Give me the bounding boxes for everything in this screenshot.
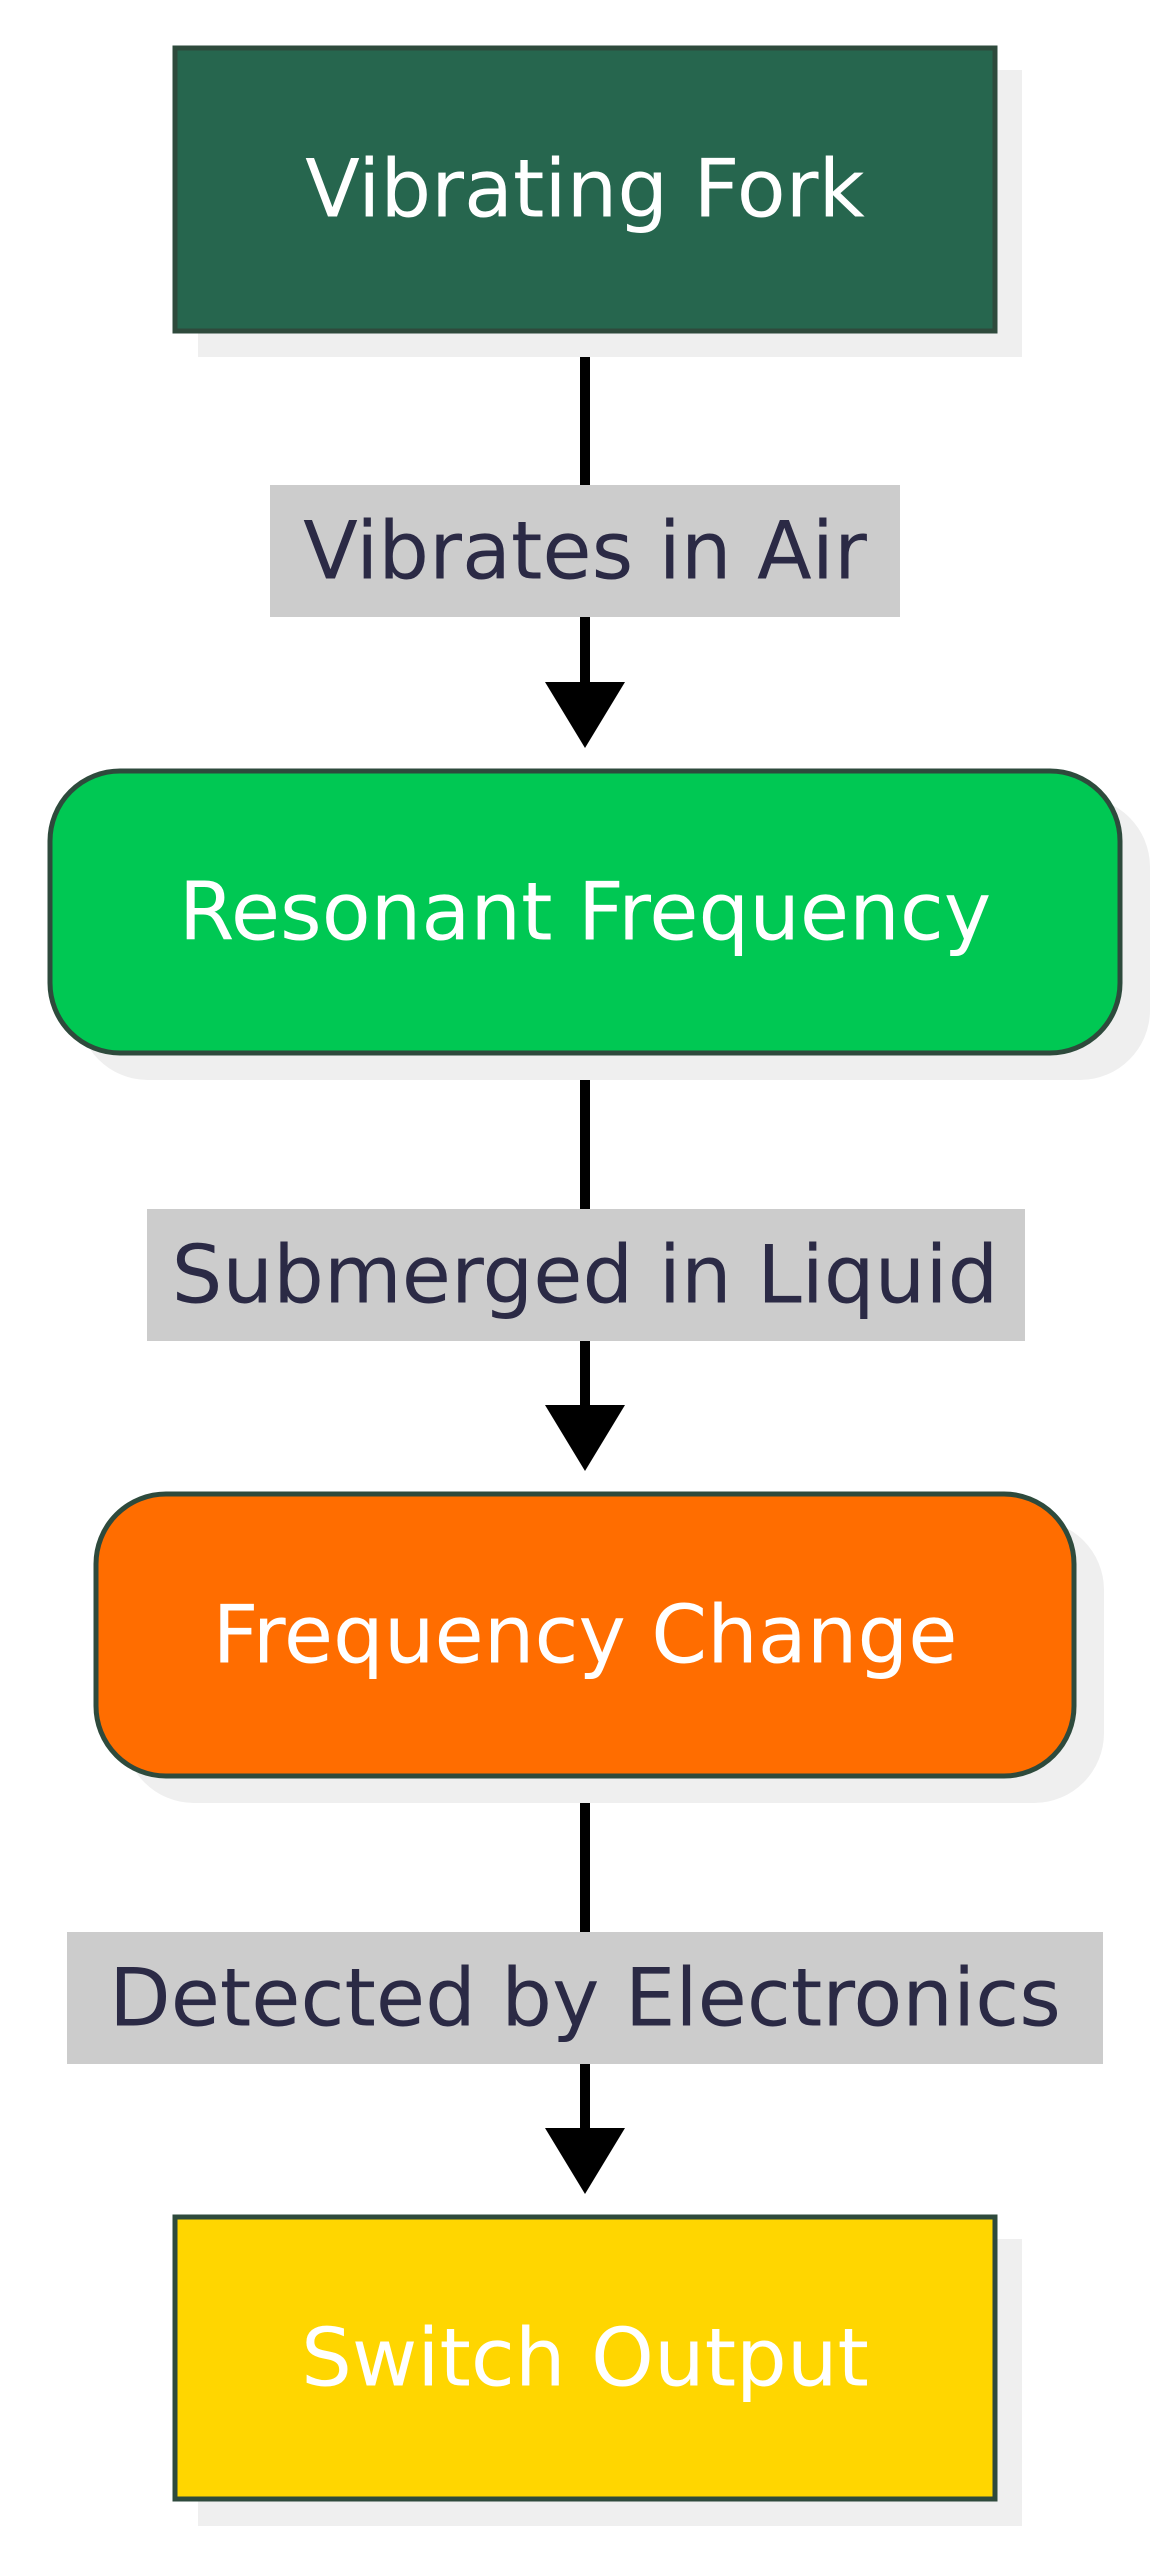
edge-label: Detected by Electronics [109, 1952, 1061, 2045]
node-vibrating-fork: Vibrating Fork [172, 45, 1022, 357]
arrow-head-icon [545, 1405, 625, 1471]
node-box [172, 2214, 998, 2502]
arrow-head-icon [545, 682, 625, 748]
edge-label-background [67, 1932, 1103, 2064]
edge-detected-by-electronics: Detected by Electronics [67, 1776, 1103, 2194]
node-box [47, 768, 1123, 1056]
edge-label-background [147, 1209, 1025, 1341]
edge-label: Submerged in Liquid [172, 1229, 999, 1322]
edge-vibrates-in-air: Vibrates in Air [270, 330, 900, 748]
node-label: Frequency Change [213, 1589, 958, 1682]
arrow-head-icon [545, 2128, 625, 2194]
node-frequency-change: Frequency Change [93, 1491, 1104, 1803]
node-label: Resonant Frequency [179, 866, 991, 959]
node-label: Switch Output [301, 2312, 869, 2405]
node-box [93, 1491, 1077, 1779]
edge-label-background [270, 485, 900, 617]
edge-label: Vibrates in Air [303, 505, 867, 598]
node-label: Vibrating Fork [305, 143, 865, 236]
node-box [172, 45, 998, 334]
node-resonant-frequency: Resonant Frequency [47, 768, 1150, 1080]
node-switch-output: Switch Output [172, 2214, 1022, 2526]
edge-submerged-in-liquid: Submerged in Liquid [147, 1053, 1025, 1471]
